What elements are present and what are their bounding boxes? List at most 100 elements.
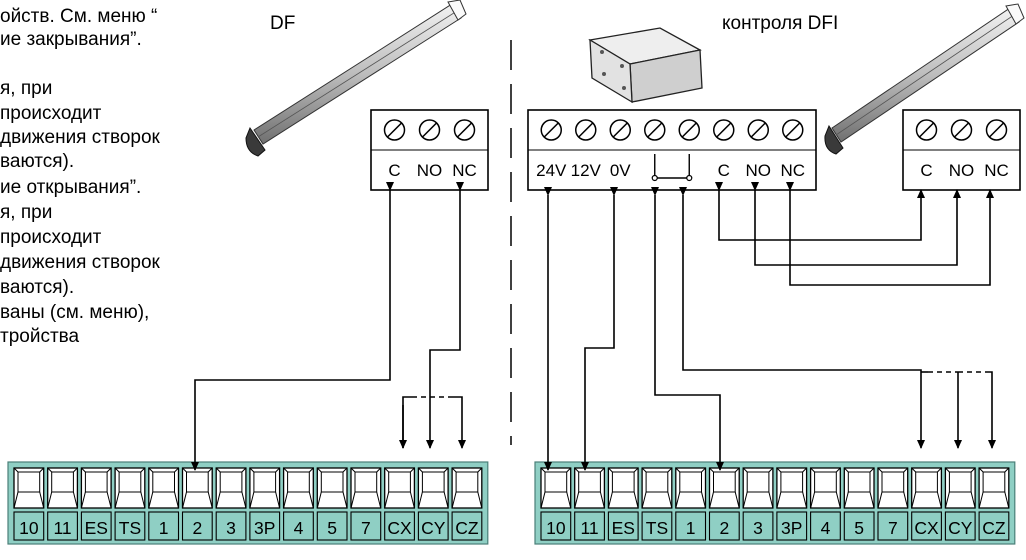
board-terminal: 3 [215, 467, 247, 541]
board-terminal-label: 4 [294, 518, 304, 538]
board-terminal-label: CX [914, 518, 939, 538]
wire-relay-to-cx [679, 187, 925, 449]
board-terminal: 11 [47, 467, 79, 541]
instruction-line: происходит [0, 227, 102, 248]
board-terminal: 3 [742, 467, 774, 541]
screw-terminal [678, 119, 700, 141]
board-terminal-label: 1 [686, 518, 696, 538]
board-terminal: CY [944, 467, 976, 541]
screw-terminal [540, 119, 562, 141]
board-terminal: CX [384, 467, 416, 541]
instruction-line: ие закрывания”. [0, 29, 142, 50]
screw-terminal [915, 119, 938, 141]
board-terminal: 1 [675, 467, 707, 541]
board-terminal-label: 3 [226, 518, 236, 538]
board-terminal: 5 [843, 467, 875, 541]
screw-terminal [418, 119, 441, 141]
wire-c-to-c [715, 182, 925, 241]
terminal-label: C [388, 161, 400, 180]
instruction-line: ойств. См. меню “ [0, 6, 157, 27]
terminal-label: C [718, 161, 730, 180]
wire-nc-to-nc [786, 182, 994, 286]
device-label-df: DF [270, 13, 295, 34]
wire-bracket-cz [985, 371, 996, 449]
terminal-label: NO [949, 161, 975, 180]
wire-no-to-no [751, 182, 961, 266]
screw-terminal [950, 119, 973, 141]
board-terminal-label: 7 [888, 518, 898, 538]
control-board-right: 10 11 ES TS 1 2 3 3P 4 5 7 CX CY CZ [534, 461, 1016, 545]
wire-bracket-cz [448, 396, 466, 449]
board-terminal-label: 1 [159, 518, 169, 538]
board-terminal: ES [607, 467, 639, 541]
instruction-line: ваются). [0, 277, 74, 298]
terminal-label: 24V [536, 161, 567, 180]
board-terminal-label: 3P [254, 518, 275, 538]
wire-relay-to-2 [651, 187, 724, 471]
board-terminal: 1 [148, 467, 180, 541]
wires-left [191, 182, 466, 471]
board-terminal-label: 7 [361, 518, 371, 538]
screw-terminal [985, 119, 1008, 141]
dfi-control-box [588, 27, 703, 104]
board-terminal: CZ [978, 467, 1010, 541]
board-terminal: 2 [708, 467, 740, 541]
board-terminal-label: 3 [753, 518, 763, 538]
board-terminal: 4 [809, 467, 841, 541]
board-terminal: 7 [877, 467, 909, 541]
board-terminal: 7 [350, 467, 382, 541]
board-terminal-label: CX [387, 518, 412, 538]
terminal-label: NO [746, 161, 772, 180]
board-terminal: 3P [776, 467, 808, 541]
board-terminal: 11 [574, 467, 606, 541]
board-terminal: 10 [540, 467, 572, 541]
photocell-sensor-right [824, 3, 1025, 155]
screw-terminal [713, 119, 735, 141]
wire-nc-to-cy [426, 182, 464, 449]
terminal-label: NC [984, 161, 1009, 180]
terminal-label: NC [452, 161, 477, 180]
screw-terminal [575, 119, 597, 141]
board-terminal-label: CZ [982, 518, 1006, 538]
instruction-line: тройства [0, 326, 80, 347]
instruction-line: я, при [0, 202, 52, 223]
wires-right [544, 182, 996, 471]
board-terminal-label: 10 [19, 518, 39, 538]
screw-terminal [782, 119, 804, 141]
board-terminal: 2 [181, 467, 213, 541]
wire-c-to-2 [191, 182, 394, 471]
board-terminal: CY [417, 467, 449, 541]
screw-terminal [747, 119, 769, 141]
board-terminal: ES [80, 467, 112, 541]
board-terminal: 4 [282, 467, 314, 541]
instruction-line: я, при [0, 78, 52, 99]
wire-0v-to-11 [581, 187, 618, 471]
screw-terminal [644, 119, 666, 141]
board-terminal-label: 11 [580, 518, 598, 538]
board-terminal-label: 10 [546, 518, 566, 538]
board-terminal-label: 4 [821, 518, 831, 538]
board-terminal-label: 2 [719, 518, 729, 538]
instruction-line: движения створок [0, 127, 161, 148]
instruction-line: ваются). [0, 151, 74, 172]
instruction-line: ваны (см. меню), [0, 302, 149, 323]
board-terminal: TS [641, 467, 673, 541]
board-terminal-label: 5 [854, 518, 864, 538]
board-terminal-label: CY [948, 518, 973, 538]
board-terminal-label: TS [119, 518, 141, 538]
board-terminal-label: TS [646, 518, 668, 538]
board-terminal-label: 3P [781, 518, 802, 538]
device-label-dfi: контроля DFI [722, 13, 838, 34]
instruction-line: движения створок [0, 252, 161, 273]
board-terminal-label: ES [612, 518, 635, 538]
board-terminal-label: CY [421, 518, 446, 538]
terminal-label: NC [780, 161, 805, 180]
board-terminal: 3P [249, 467, 281, 541]
instruction-line: ие открывания”. [0, 177, 141, 198]
terminal-label: 12V [571, 161, 602, 180]
terminal-label: NO [417, 161, 443, 180]
relay-contact-symbol [651, 154, 693, 182]
